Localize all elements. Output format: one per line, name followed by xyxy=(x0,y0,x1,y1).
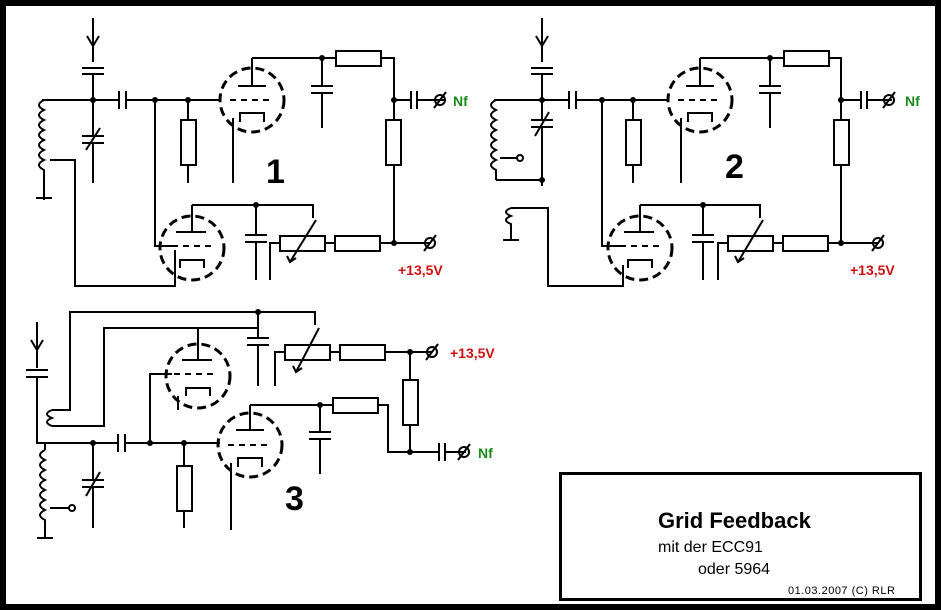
resistor xyxy=(625,119,642,166)
title-block: Grid Feedback mit der ECC91 oder 5964 01… xyxy=(559,472,922,601)
grid-capacitor xyxy=(118,91,127,109)
subtitle-line-1: mit der ECC91 xyxy=(658,539,763,556)
plate-resistor xyxy=(783,50,830,67)
resistor xyxy=(176,465,193,512)
antenna-symbol xyxy=(86,18,100,62)
circuit-2: Nf xyxy=(490,18,920,287)
antenna-symbol xyxy=(535,18,549,62)
antenna-symbol xyxy=(30,322,44,368)
vacuum-tube-lower xyxy=(606,205,674,282)
plate-bypass-capacitor xyxy=(759,85,781,94)
plate-resistor xyxy=(335,50,382,67)
output-label: Nf xyxy=(453,93,468,109)
load-resistor xyxy=(833,119,850,166)
grid-capacitor xyxy=(568,91,577,109)
circuit-number-2: 2 xyxy=(725,148,744,186)
schematic-svg: Nf xyxy=(26,18,920,539)
vacuum-tube-upper xyxy=(164,342,232,410)
vacuum-tube-upper xyxy=(666,58,734,183)
output-label: Nf xyxy=(478,445,493,461)
variable-capacitor xyxy=(82,100,104,183)
output-terminal xyxy=(882,91,896,109)
schematic-canvas: Nf xyxy=(6,6,935,604)
date-copyright: 01.03.2007 (C) RLR xyxy=(788,585,896,597)
capacitor xyxy=(531,67,553,75)
output-terminal xyxy=(457,443,471,461)
feedback-potentiometer xyxy=(727,219,774,264)
subtitle-line-2: oder 5964 xyxy=(698,561,771,578)
plate-bypass-capacitor xyxy=(311,85,333,94)
circuit-number-1: 1 xyxy=(266,153,285,191)
vacuum-tube-upper xyxy=(218,58,286,183)
vacuum-tube-lower xyxy=(158,205,226,282)
supply-label: +13,5V xyxy=(450,345,495,361)
feedback-coil xyxy=(505,207,514,240)
feedback-coil xyxy=(46,409,55,427)
output-label: Nf xyxy=(905,93,920,109)
load-resistor xyxy=(402,379,419,426)
supply-terminal xyxy=(425,343,439,361)
supply-terminal xyxy=(871,234,885,252)
resistor xyxy=(782,235,829,252)
capacitor xyxy=(26,369,48,378)
capacitor xyxy=(82,67,104,75)
circuit-number-3: 3 xyxy=(285,480,304,518)
vacuum-tube-lower xyxy=(216,405,284,530)
supply-label: +13,5V xyxy=(850,262,895,278)
feedback-potentiometer xyxy=(284,327,331,374)
circuit-3: +13,5V xyxy=(26,309,495,539)
grid-capacitor xyxy=(117,434,126,452)
output-capacitor xyxy=(410,91,418,109)
load-resistor xyxy=(385,119,402,166)
tank-coil xyxy=(39,449,48,538)
resistor xyxy=(334,235,381,252)
supply-label: +13,5V xyxy=(398,262,443,278)
variable-capacitor xyxy=(531,100,553,180)
circuit-1: Nf xyxy=(36,18,468,287)
output-terminal xyxy=(433,91,447,109)
output-capacitor xyxy=(860,91,868,109)
feedback-potentiometer xyxy=(279,219,326,264)
tank-coil xyxy=(38,99,47,200)
diagram-title: Grid Feedback xyxy=(658,508,811,533)
supply-terminal xyxy=(423,234,437,252)
resistor xyxy=(339,344,386,361)
output-capacitor xyxy=(438,443,446,461)
plate-resistor xyxy=(332,397,379,414)
variable-capacitor xyxy=(82,443,104,528)
tank-coil xyxy=(490,99,499,180)
resistor xyxy=(180,119,197,166)
